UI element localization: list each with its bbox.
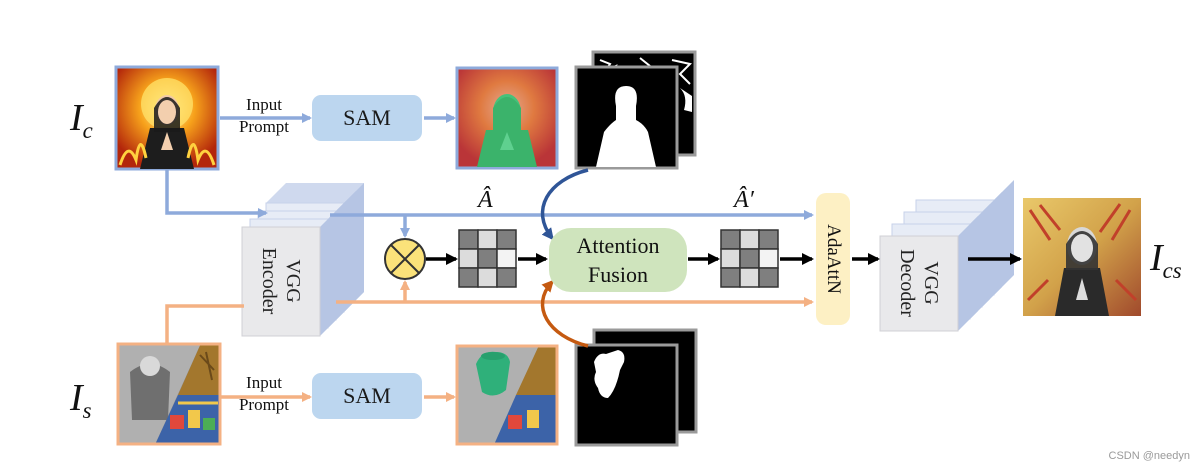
- content-image: [114, 65, 220, 171]
- sam-module-style: SAM: [312, 373, 422, 419]
- content-segmented-image: [455, 66, 559, 170]
- style-image: [116, 342, 222, 446]
- style-mask-curve: [540, 279, 589, 348]
- content-path-arrows: [165, 113, 814, 238]
- style-image-label: Is: [70, 377, 92, 423]
- watermark: CSDN @needyn: [1108, 450, 1190, 462]
- vgg-encoder-line2: Encoder: [258, 247, 280, 315]
- vgg-decoder-line2: Decoder: [896, 249, 918, 317]
- attention-fusion-module: Attention Fusion: [549, 228, 687, 292]
- vgg-encoder: [241, 183, 364, 337]
- prompt-line1: Input: [246, 373, 282, 392]
- content-image-label: Ic: [70, 97, 93, 143]
- attention-fusion-line1: Attention: [576, 233, 660, 258]
- prompt-line2: Prompt: [238, 395, 290, 414]
- sam-label: SAM: [343, 105, 391, 130]
- vgg-encoder-line1: VGG: [282, 259, 304, 303]
- style-path-arrows: [165, 280, 814, 402]
- style-mask-stack: [574, 328, 698, 447]
- style-segmented-image: [455, 344, 559, 446]
- sam-label: SAM: [343, 383, 391, 408]
- vgg-decoder-line1: VGG: [920, 261, 942, 305]
- attention-map-label: Â: [478, 187, 493, 213]
- sam-module-content: SAM: [312, 95, 422, 141]
- vgg-encoder-label: VGG Encoder: [257, 248, 305, 315]
- prompt-line1: Input: [246, 95, 282, 114]
- prompt-line2: Prompt: [238, 117, 290, 136]
- fused-attention-map-label: Â′: [734, 187, 754, 213]
- multiply-node: [384, 238, 426, 280]
- vgg-decoder-label: VGG Decoder: [895, 249, 943, 317]
- style-input-prompt: Input Prompt: [226, 372, 302, 416]
- content-mask-stack: [574, 50, 697, 170]
- content-mask-curve: [540, 168, 589, 241]
- adaattn-module: [816, 193, 850, 325]
- vgg-decoder: [879, 180, 1014, 332]
- fused-attention-map-grid: [720, 229, 779, 288]
- output-image: [1023, 198, 1141, 316]
- attention-map-grid: [458, 229, 517, 288]
- content-input-prompt: Input Prompt: [226, 94, 302, 138]
- adaattn-label: AdaAttN: [823, 224, 844, 294]
- attention-fusion-line2: Fusion: [588, 262, 648, 287]
- output-image-label: Ics: [1150, 237, 1182, 283]
